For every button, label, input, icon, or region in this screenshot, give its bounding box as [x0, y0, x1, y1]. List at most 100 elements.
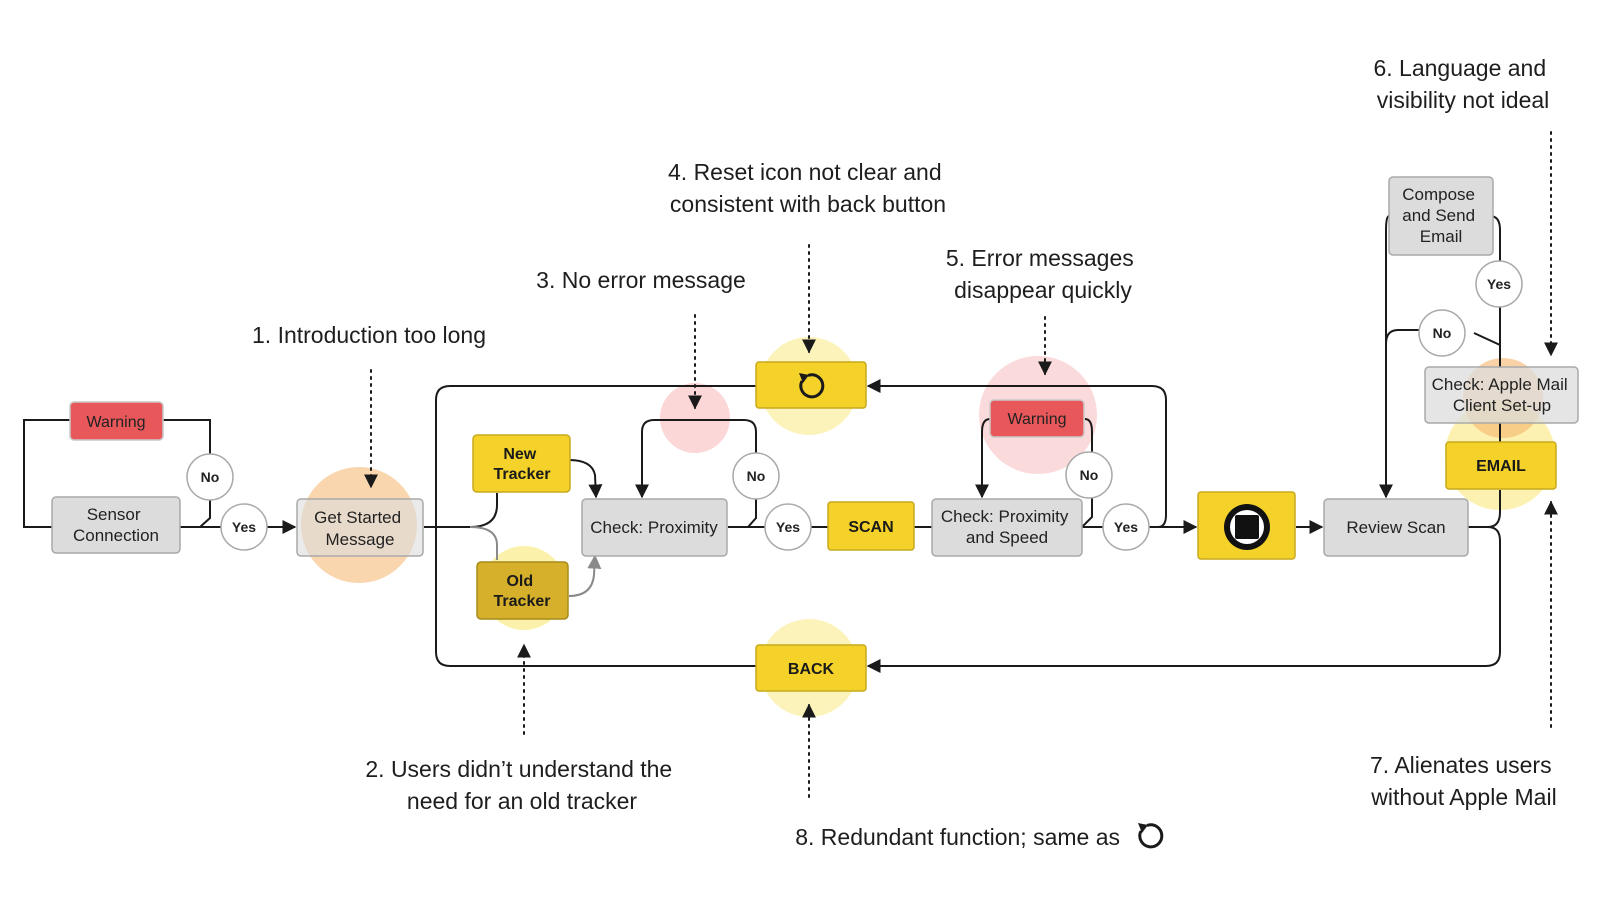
check-prox-speed-line1: Check: Proximity [941, 507, 1069, 526]
check-apple-mail-line1: Check: Apple Mail [1432, 375, 1568, 394]
decision-yes-3 [1102, 503, 1150, 551]
decision-no-2-label: No [747, 468, 766, 484]
get-started-label: Get Started Message [314, 508, 406, 549]
edge-warning-to-check2 [975, 418, 991, 499]
warning-left-box [69, 401, 164, 441]
get-started-line2: Message [326, 530, 395, 549]
sensor-connection-line1: Sensor [87, 505, 141, 524]
edge-no3-to-warning [1084, 418, 1093, 460]
edge-check2-to-no [1081, 493, 1093, 528]
get-started-line1: Get Started [314, 508, 401, 527]
check-apple-mail-label: Check: Apple Mail Client Set-up [1432, 375, 1573, 415]
edge-no-to-review [1379, 329, 1420, 499]
note-1-line1: 1. Introduction too long [252, 322, 486, 348]
edge-no-left-to-warning [163, 419, 211, 462]
compose-send-line2: and Send [1402, 206, 1475, 225]
note-4-line2: consistent with back button [670, 191, 946, 217]
scan-button[interactable] [827, 501, 915, 551]
get-started-box [296, 498, 424, 557]
edge-loop-left [435, 385, 756, 527]
edge-sensor-to-warning [23, 419, 70, 528]
sensor-connection-label: Sensor Connection [73, 505, 159, 545]
note-5-line1: 5. Error messages [946, 245, 1134, 271]
old-tracker-line2: Tracker [494, 593, 551, 610]
check-apple-mail-line2: Client Set-up [1453, 396, 1551, 415]
note-7-line1: 7. Alienates users [1370, 752, 1552, 778]
edge-yes3-to-reset [866, 379, 1167, 528]
sensor-connection-line2: Connection [73, 526, 159, 545]
edge-check-to-no [728, 498, 757, 528]
note-8: 8. Redundant function; same as [795, 824, 1120, 850]
note-4-line1: 4. Reset icon not clear and [668, 159, 942, 185]
note-5-line2: disappear quickly [954, 277, 1132, 303]
edge-to-oldtracker [469, 526, 498, 560]
decision-yes-1 [220, 503, 268, 551]
highlight-no-error [660, 383, 730, 453]
decision-yes-3-label: Yes [1114, 519, 1138, 535]
edge-compose-to-review [1385, 215, 1390, 497]
decision-no-3 [1065, 451, 1113, 499]
note-3-line1: 3. No error message [536, 267, 746, 293]
edge-oldtracker-to-check [568, 554, 602, 597]
new-tracker-box[interactable] [472, 434, 571, 493]
old-tracker-line1: Old [506, 573, 533, 590]
note-4: 4. Reset icon not clear and consistent w… [668, 159, 948, 217]
note-6: 6. Language and visibility not ideal [1373, 55, 1552, 113]
new-tracker-label: New Tracker [494, 446, 551, 483]
decision-yes-2 [764, 503, 812, 551]
check-proximity-label: Check: Proximity [590, 518, 718, 537]
decision-yes-2-label: Yes [776, 519, 800, 535]
check-prox-speed-line2: and Speed [966, 528, 1048, 547]
new-tracker-line2: Tracker [494, 466, 551, 483]
decision-no-2 [732, 452, 780, 500]
reset-icon [799, 373, 825, 399]
compose-send-label: Compose and Send Email [1402, 185, 1480, 246]
note-3: 3. No error message [536, 267, 746, 293]
check-apple-mail-box [1424, 366, 1579, 424]
note-2: 2. Users didn’t understand the need for … [365, 756, 678, 814]
note-6-line2: visibility not ideal [1377, 87, 1550, 113]
check-prox-speed-box [931, 498, 1083, 557]
scan-label: SCAN [848, 519, 893, 536]
email-label: EMAIL [1476, 458, 1526, 475]
note-1: 1. Introduction too long [252, 322, 486, 348]
decision-yes-1-label: Yes [232, 519, 256, 535]
check-proximity-box [581, 498, 728, 557]
decision-no-4 [1418, 309, 1466, 357]
warning-left-label: Warning [87, 414, 146, 431]
note-2-line1: 2. Users didn’t understand the [365, 756, 672, 782]
back-button[interactable] [755, 644, 867, 692]
note-8-reset-icon [1138, 823, 1164, 849]
compose-send-line1: Compose [1402, 185, 1475, 204]
decision-no-3-label: No [1080, 467, 1099, 483]
edge-review-to-email [1468, 490, 1501, 528]
sensor-connection-box [51, 496, 181, 554]
edge-check-no-loop [635, 419, 757, 500]
back-label: BACK [788, 661, 835, 678]
note-5: 5. Error messages disappear quickly [946, 245, 1140, 303]
review-scan-label: Review Scan [1346, 518, 1445, 537]
note-2-line2: need for an old tracker [407, 788, 637, 814]
decision-no-left [186, 453, 234, 501]
email-button[interactable] [1445, 441, 1557, 490]
stop-icon [1224, 504, 1270, 550]
edge-to-newtracker [469, 493, 498, 528]
note-7: 7. Alienates users without Apple Mail [1370, 752, 1558, 810]
edge-loop-left-bottom [435, 527, 756, 667]
decision-yes-4 [1475, 260, 1523, 308]
edge-review-to-back [866, 526, 1501, 673]
compose-send-line3: Email [1420, 227, 1463, 246]
check-prox-speed-label: Check: Proximity and Speed [941, 507, 1073, 547]
old-tracker-box[interactable] [476, 561, 569, 620]
reset-button[interactable] [755, 361, 867, 409]
review-scan-box [1323, 498, 1469, 557]
decision-yes-4-label: Yes [1487, 276, 1511, 292]
old-tracker-label: Old Tracker [494, 573, 551, 610]
note-6-line1: 6. Language and [1373, 55, 1546, 81]
warning-mid-box [989, 399, 1085, 438]
warning-mid-label: Warning [1008, 411, 1067, 428]
edge-newtracker-to-check [568, 459, 603, 499]
decision-no-left-label: No [201, 469, 220, 485]
